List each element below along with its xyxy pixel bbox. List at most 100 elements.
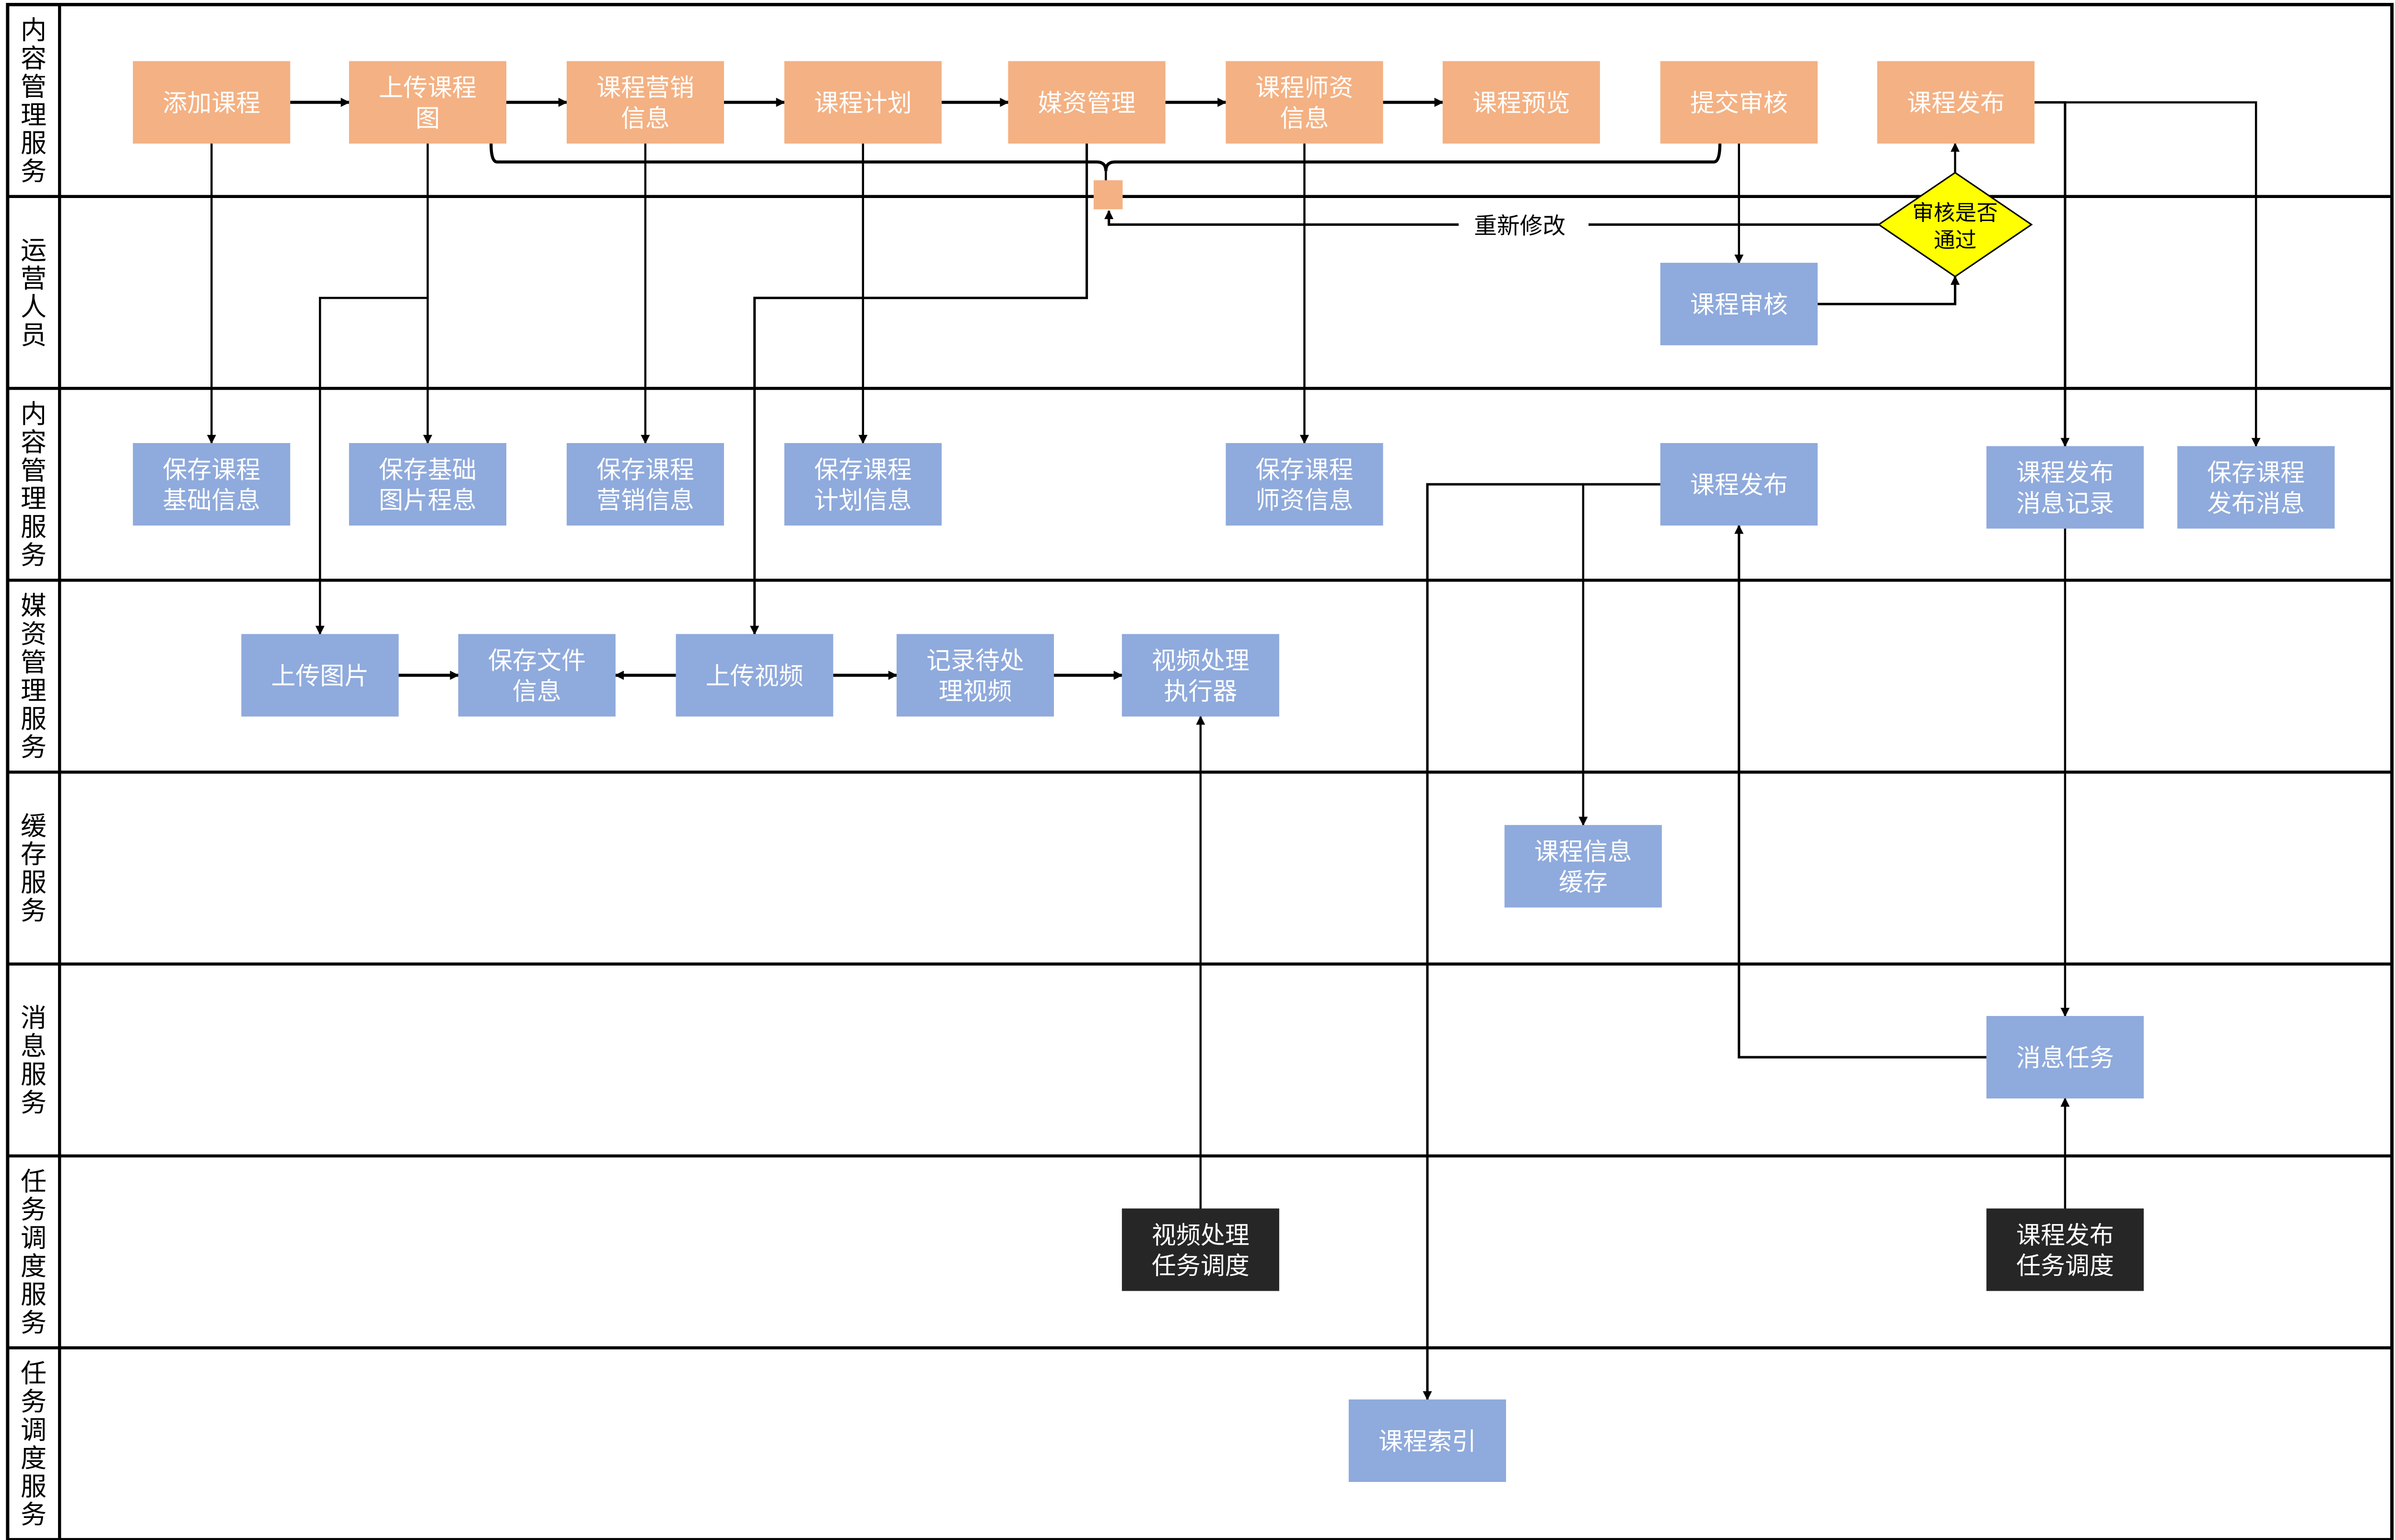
- node-plan[interactable]: 课程计划: [784, 61, 942, 144]
- node-box: [1660, 443, 1818, 526]
- node-label: 上传视频: [706, 663, 804, 691]
- node-label: 课程发布任务调度: [2016, 1222, 2114, 1281]
- node-save-marketing[interactable]: 保存课程营销信息: [566, 443, 724, 526]
- revise-line-left: [1104, 210, 1459, 226]
- node-label: 媒资管理: [1038, 90, 1136, 118]
- node-label: 课程预览: [1472, 90, 1570, 118]
- node-box: [784, 61, 942, 144]
- node-save-file[interactable]: 保存文件信息: [458, 634, 616, 717]
- arrow-media-to-upload-video: [750, 143, 1088, 635]
- lane-label: 媒资管理服务: [21, 591, 47, 762]
- arrow-task-to-publish: [1734, 525, 1986, 1059]
- node-decision[interactable]: 审核是否通过: [1877, 172, 2033, 278]
- node-label: 保存文件信息: [488, 647, 586, 706]
- node-save-plan[interactable]: 保存课程计划信息: [784, 443, 942, 526]
- node-box: [2177, 446, 2335, 529]
- node-label: 提交审核: [1690, 90, 1788, 118]
- lane-label: 内容管理服务: [21, 15, 47, 187]
- node-publish-msg-log[interactable]: 课程发布消息记录: [1986, 446, 2144, 529]
- node-box: [1986, 446, 2144, 529]
- node-label: 课程营销信息: [596, 74, 694, 133]
- lane-sched2: 任务调度服务: [21, 1358, 47, 1530]
- lane-sched: 任务调度服务: [21, 1167, 47, 1338]
- arrow-publish-to-msg-log: [2034, 101, 2070, 447]
- arrow-audit-to-decision: [1817, 275, 1960, 305]
- node-course-cache[interactable]: 课程信息缓存: [1504, 825, 1662, 908]
- node-box: [1986, 1208, 2144, 1291]
- node-box: [349, 61, 507, 144]
- node-teacher[interactable]: 课程师资信息: [1226, 61, 1383, 144]
- node-box: [784, 443, 942, 526]
- lane-label: 缓存服务: [21, 811, 47, 926]
- arrow-upload-pic-to-upload-image: [315, 297, 428, 635]
- connectors: 重新修改: [207, 97, 2261, 1400]
- node-add-course[interactable]: 添加课程: [133, 61, 291, 144]
- node-label: 上传图片: [271, 663, 369, 691]
- node-label: 添加课程: [163, 90, 260, 118]
- lane-label: 任务调度服务: [21, 1358, 47, 1530]
- lane-msg: 消息服务: [21, 1003, 47, 1118]
- node-label: 保存课程发布消息: [2207, 459, 2305, 518]
- node-video-sched[interactable]: 视频处理任务调度: [1122, 1208, 1279, 1291]
- node-video-exec[interactable]: 视频处理执行器: [1122, 634, 1279, 717]
- lane-label: 内容管理服务: [21, 399, 47, 571]
- node-box: [1660, 61, 1818, 144]
- node-save-pic[interactable]: 保存基础图片程息: [349, 443, 507, 526]
- node-label: 上传课程图: [379, 74, 477, 133]
- node-publish-sched[interactable]: 课程发布任务调度: [1986, 1208, 2144, 1291]
- node-box: [676, 634, 833, 717]
- node-box: [241, 634, 399, 717]
- decision-diamond: [1877, 172, 2033, 278]
- edge-label-revise: 重新修改: [1474, 213, 1566, 240]
- node-media-mgmt[interactable]: 媒资管理: [1008, 61, 1166, 144]
- node-save-basic[interactable]: 保存课程基础信息: [133, 443, 291, 526]
- node-box: [566, 61, 724, 144]
- node-label: 课程计划: [814, 90, 912, 118]
- node-box: [1348, 1399, 1506, 1482]
- node-label: 保存基础图片程息: [379, 456, 477, 515]
- node-box: [1504, 825, 1662, 908]
- lane-ops: 运营人员: [21, 235, 47, 350]
- node-publish-mid[interactable]: 课程发布: [1660, 443, 1818, 526]
- node-preview[interactable]: 课程预览: [1442, 61, 1600, 144]
- node-save-publish-msg[interactable]: 保存课程发布消息: [2177, 446, 2335, 529]
- node-label: 课程发布消息记录: [2016, 459, 2114, 518]
- node-label: 课程信息缓存: [1534, 838, 1632, 897]
- node-label: 视频处理任务调度: [1152, 1222, 1250, 1281]
- node-label: 保存课程师资信息: [1256, 456, 1354, 515]
- node-upload-image[interactable]: 上传图片: [241, 634, 399, 717]
- node-label: 视频处理执行器: [1152, 647, 1250, 706]
- node-audit[interactable]: 课程审核: [1660, 263, 1818, 346]
- node-label: 审核是否通过: [1912, 200, 1998, 253]
- node-publish-top[interactable]: 课程发布: [1877, 61, 2035, 144]
- node-label: 课程索引: [1379, 1428, 1476, 1456]
- node-msg-task[interactable]: 消息任务: [1986, 1016, 2144, 1099]
- node-box: [1660, 263, 1818, 346]
- node-box: [1226, 61, 1383, 144]
- junction-connector: [1093, 180, 1123, 210]
- node-label: 保存课程基础信息: [163, 456, 260, 515]
- node-label: 保存课程营销信息: [596, 456, 694, 515]
- node-save-teacher[interactable]: 保存课程师资信息: [1226, 443, 1383, 526]
- node-box: [1442, 61, 1600, 144]
- node-box: [349, 443, 507, 526]
- node-record-video[interactable]: 记录待处理视频: [896, 634, 1054, 717]
- node-box: [133, 443, 291, 526]
- node-label: 记录待处理视频: [926, 647, 1024, 706]
- node-course-index[interactable]: 课程索引: [1348, 1399, 1506, 1482]
- node-upload-video[interactable]: 上传视频: [676, 634, 833, 717]
- lane-label: 消息服务: [21, 1003, 47, 1118]
- node-box: [1226, 443, 1383, 526]
- node-box: [1122, 634, 1279, 717]
- node-box: [566, 443, 724, 526]
- lane-label: 任务调度服务: [21, 1167, 47, 1338]
- node-label: 课程审核: [1690, 291, 1788, 319]
- arrow-publish-to-index: [1423, 483, 1660, 1400]
- node-submit-audit[interactable]: 提交审核: [1660, 61, 1818, 144]
- node-marketing[interactable]: 课程营销信息: [566, 61, 724, 144]
- node-upload-pic[interactable]: 上传课程图: [349, 61, 507, 144]
- node-label: 保存课程计划信息: [814, 456, 912, 515]
- node-box: [1877, 61, 2035, 144]
